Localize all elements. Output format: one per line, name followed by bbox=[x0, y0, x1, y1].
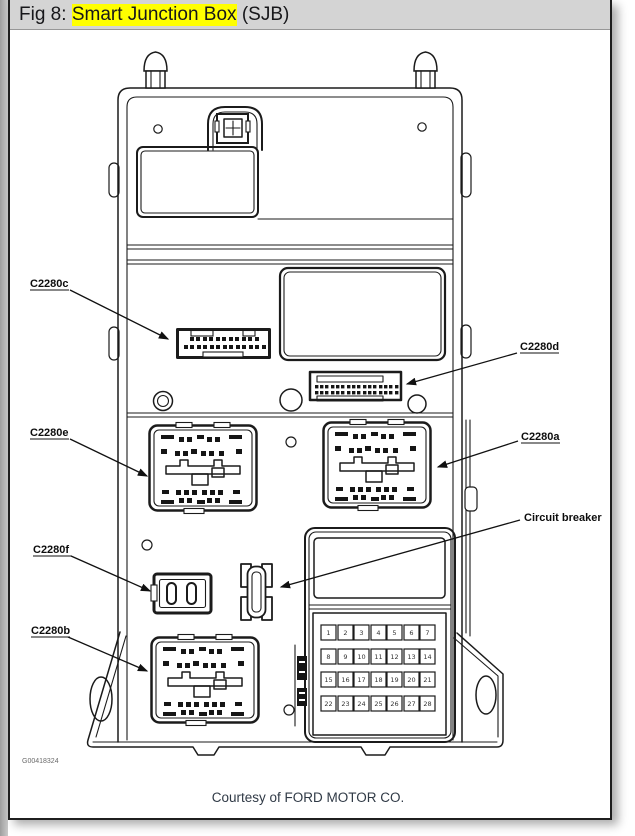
figure-number: Fig 8: bbox=[19, 3, 72, 25]
figure-header: Fig 8: Smart Junction Box (SJB) bbox=[10, 0, 610, 30]
figure-title-suffix: (SJB) bbox=[236, 3, 290, 25]
window-edge bbox=[0, 0, 8, 836]
figure-title-highlight: Smart Junction Box bbox=[71, 3, 237, 26]
figure-frame: Fig 8: Smart Junction Box (SJB) bbox=[8, 0, 612, 820]
